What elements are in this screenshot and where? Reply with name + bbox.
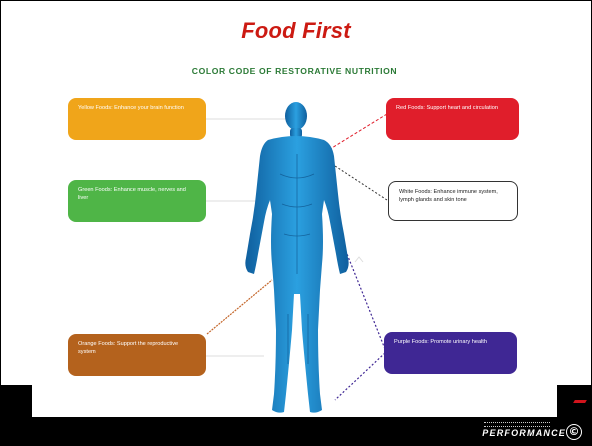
performance-logo: PERFORMANCE [482,428,566,438]
infographic-panel: COLOR CODE OF RESTORATIVE NUTRITION [32,44,557,417]
green-foods-box: Green Foods: Enhance muscle, nerves and … [68,180,206,222]
purple-foods-box: Purple Foods: Promote urinary health [384,332,517,374]
logo-lines [484,422,550,427]
red-foods-box: Red Foods: Support heart and circulation [386,98,519,140]
copyright-icon: © [566,424,582,440]
orange-foods-box: Orange Foods: Support the reproductive s… [68,334,206,376]
slide-title: Food First [0,18,592,44]
white-foods-box: White Foods: Enhance immune system, lymp… [388,181,518,221]
performance-logo-text: PERFORMANCE [482,428,566,438]
yellow-foods-box: Yellow Foods: Enhance your brain functio… [68,98,206,140]
red-accent-mark [573,400,587,403]
